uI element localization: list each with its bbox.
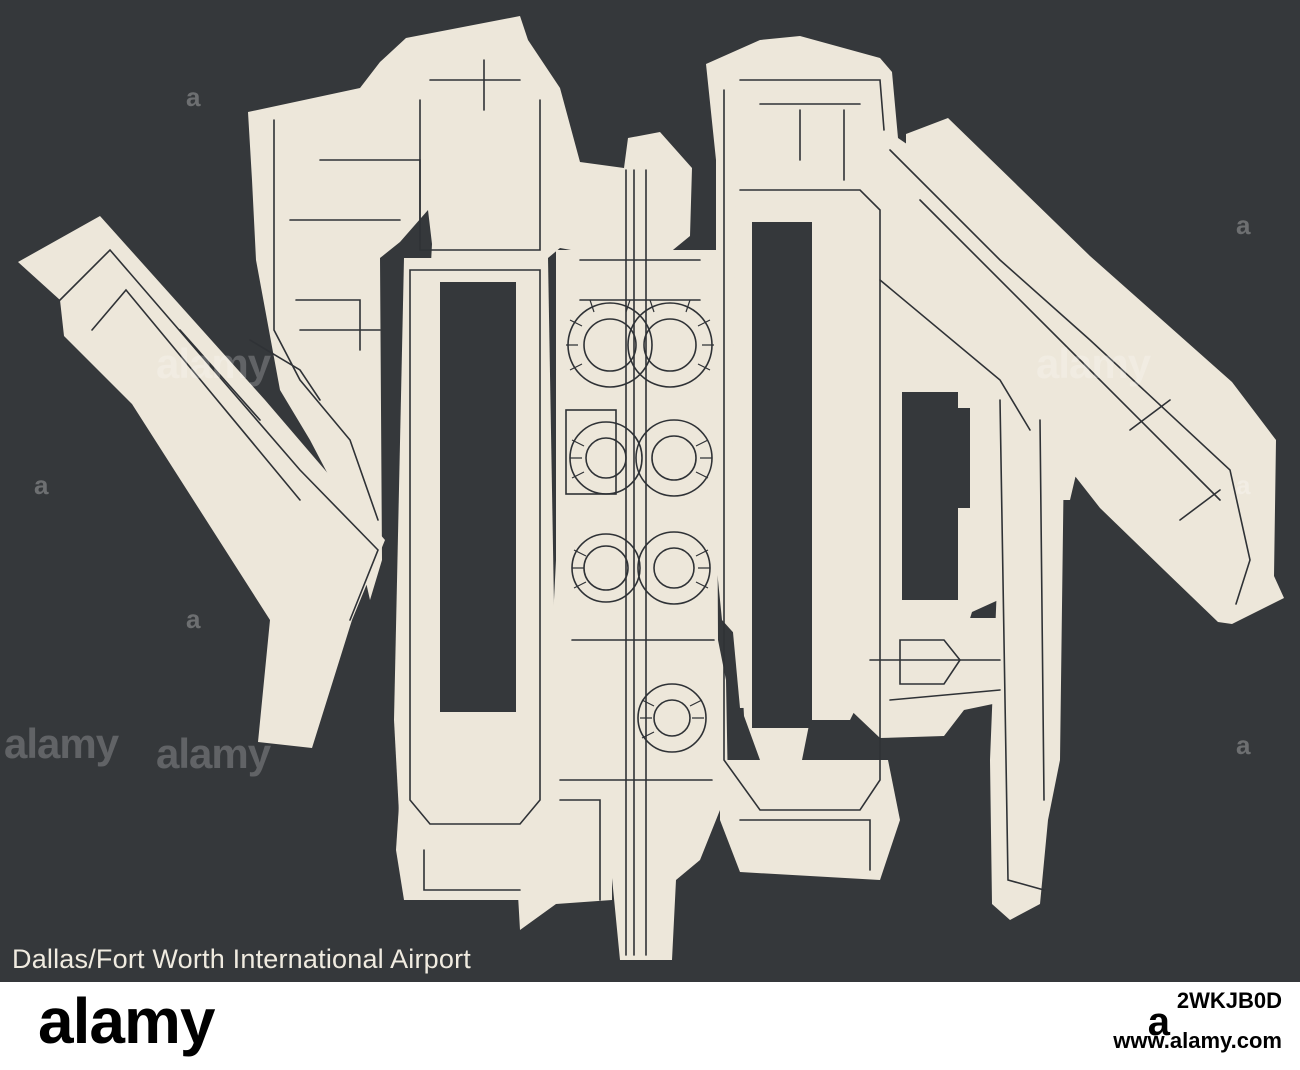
stock-footer: alamy a 2WKJB0D www.alamy.com (0, 982, 1300, 1070)
map-title: Dallas/Fort Worth International Airport (12, 944, 471, 974)
watermark-mark: a (186, 82, 201, 112)
watermark-mark: a (1236, 730, 1251, 760)
runway-east-north (752, 222, 812, 728)
runway-areas (440, 222, 970, 728)
image-id: 2WKJB0D (1176, 988, 1282, 1013)
source-url: www.alamy.com (1113, 1028, 1282, 1053)
watermark-mark: a (34, 470, 49, 500)
watermark-text: alamy (4, 720, 119, 767)
map-panel: a a a a a a alamy alamy alamy alamy Dall… (0, 0, 1300, 982)
watermark-text: alamy (156, 340, 271, 387)
watermark-text: alamy (156, 730, 271, 777)
airport-street-map (18, 16, 1284, 960)
runway-east-notch (942, 408, 970, 508)
alamy-logo: alamy (38, 985, 215, 1057)
watermark-mark: a (186, 604, 201, 634)
watermark-mark: a (1236, 210, 1251, 240)
terminal-gates (566, 299, 714, 739)
watermark-mark: a (1236, 470, 1251, 500)
watermark-text: alamy (1036, 340, 1151, 387)
alamy-mark: a (1147, 1000, 1170, 1044)
runway-west (440, 282, 516, 712)
